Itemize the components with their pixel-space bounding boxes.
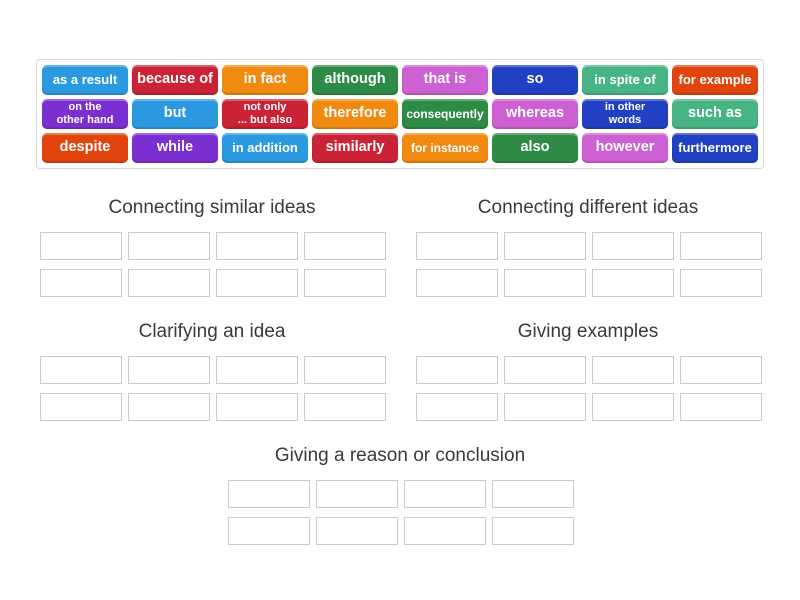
- drop-slot-clarifying-an-idea-8[interactable]: [304, 393, 386, 421]
- drop-slot-giving-a-reason-or-conclusion-2[interactable]: [316, 480, 398, 508]
- word-chip-on-the-other-hand[interactable]: on the other hand: [42, 99, 128, 129]
- category-group-connecting-different-ideas: Connecting different ideas: [412, 193, 764, 297]
- drop-slot-clarifying-an-idea-5[interactable]: [40, 393, 122, 421]
- slot-grid: [416, 356, 762, 421]
- word-chip-in-addition[interactable]: in addition: [222, 133, 308, 163]
- word-chip-whereas[interactable]: whereas: [492, 99, 578, 129]
- word-chip-but[interactable]: but: [132, 99, 218, 129]
- word-chip-similarly[interactable]: similarly: [312, 133, 398, 163]
- drop-slot-clarifying-an-idea-7[interactable]: [216, 393, 298, 421]
- drop-slot-clarifying-an-idea-3[interactable]: [216, 356, 298, 384]
- drop-slot-connecting-different-ideas-2[interactable]: [504, 232, 586, 260]
- drop-slot-giving-examples-7[interactable]: [592, 393, 674, 421]
- word-chip-also[interactable]: also: [492, 133, 578, 163]
- group-title: Connecting different ideas: [477, 197, 699, 218]
- word-chip-such-as[interactable]: such as: [672, 99, 758, 129]
- word-chip-in-spite-of[interactable]: in spite of: [582, 65, 668, 95]
- drop-slot-connecting-different-ideas-7[interactable]: [592, 269, 674, 297]
- word-chip-consequently[interactable]: consequently: [402, 99, 488, 129]
- drop-slot-clarifying-an-idea-6[interactable]: [128, 393, 210, 421]
- word-chip-furthermore[interactable]: furthermore: [672, 133, 758, 163]
- group-title: Clarifying an idea: [138, 321, 286, 342]
- drop-slot-clarifying-an-idea-2[interactable]: [128, 356, 210, 384]
- group-title: Giving examples: [517, 321, 659, 342]
- word-chip-as-a-result[interactable]: as a result: [42, 65, 128, 95]
- word-chip-not-only-but-also[interactable]: not only ... but also: [222, 99, 308, 129]
- word-chip-for-example[interactable]: for example: [672, 65, 758, 95]
- drop-slot-connecting-similar-ideas-1[interactable]: [40, 232, 122, 260]
- word-chip-in-fact[interactable]: in fact: [222, 65, 308, 95]
- word-chip-however[interactable]: however: [582, 133, 668, 163]
- word-chip-in-other-words[interactable]: in other words: [582, 99, 668, 129]
- drop-slot-connecting-different-ideas-5[interactable]: [416, 269, 498, 297]
- category-group-giving-a-reason-or-conclusion: Giving a reason or conclusion: [36, 441, 764, 545]
- word-chip-so[interactable]: so: [492, 65, 578, 95]
- drop-slot-giving-examples-4[interactable]: [680, 356, 762, 384]
- category-group-clarifying-an-idea: Clarifying an idea: [36, 317, 388, 421]
- word-chip-while[interactable]: while: [132, 133, 218, 163]
- drop-slot-giving-a-reason-or-conclusion-6[interactable]: [316, 517, 398, 545]
- drop-slot-giving-a-reason-or-conclusion-5[interactable]: [228, 517, 310, 545]
- drop-slot-connecting-different-ideas-4[interactable]: [680, 232, 762, 260]
- drop-slot-connecting-similar-ideas-4[interactable]: [304, 232, 386, 260]
- word-chip-despite[interactable]: despite: [42, 133, 128, 163]
- word-chip-therefore[interactable]: therefore: [312, 99, 398, 129]
- word-chip-because-of[interactable]: because of: [132, 65, 218, 95]
- group-title: Giving a reason or conclusion: [274, 445, 526, 466]
- slot-grid: [40, 232, 386, 297]
- drop-slot-connecting-similar-ideas-6[interactable]: [128, 269, 210, 297]
- drop-slot-connecting-similar-ideas-2[interactable]: [128, 232, 210, 260]
- category-groups: Connecting similar ideas Connecting diff…: [36, 193, 764, 545]
- drop-slot-giving-examples-2[interactable]: [504, 356, 586, 384]
- drop-slot-connecting-similar-ideas-7[interactable]: [216, 269, 298, 297]
- drop-slot-giving-examples-5[interactable]: [416, 393, 498, 421]
- drop-slot-connecting-different-ideas-8[interactable]: [680, 269, 762, 297]
- drop-slot-connecting-similar-ideas-3[interactable]: [216, 232, 298, 260]
- drop-slot-giving-examples-1[interactable]: [416, 356, 498, 384]
- word-chip-for-instance[interactable]: for instance: [402, 133, 488, 163]
- drop-slot-connecting-similar-ideas-8[interactable]: [304, 269, 386, 297]
- drop-slot-giving-a-reason-or-conclusion-1[interactable]: [228, 480, 310, 508]
- drop-slot-connecting-different-ideas-3[interactable]: [592, 232, 674, 260]
- category-group-giving-examples: Giving examples: [412, 317, 764, 421]
- drop-slot-giving-a-reason-or-conclusion-4[interactable]: [492, 480, 574, 508]
- slot-grid: [40, 356, 386, 421]
- drop-slot-giving-a-reason-or-conclusion-7[interactable]: [404, 517, 486, 545]
- slot-grid: [228, 480, 574, 545]
- slot-grid: [416, 232, 762, 297]
- drop-slot-giving-a-reason-or-conclusion-8[interactable]: [492, 517, 574, 545]
- drop-slot-connecting-different-ideas-1[interactable]: [416, 232, 498, 260]
- drop-slot-giving-examples-3[interactable]: [592, 356, 674, 384]
- category-group-connecting-similar-ideas: Connecting similar ideas: [36, 193, 388, 297]
- drop-slot-giving-a-reason-or-conclusion-3[interactable]: [404, 480, 486, 508]
- group-title: Connecting similar ideas: [108, 197, 316, 218]
- drop-slot-clarifying-an-idea-1[interactable]: [40, 356, 122, 384]
- drop-slot-giving-examples-6[interactable]: [504, 393, 586, 421]
- drop-slot-giving-examples-8[interactable]: [680, 393, 762, 421]
- drop-slot-connecting-similar-ideas-5[interactable]: [40, 269, 122, 297]
- drop-slot-connecting-different-ideas-6[interactable]: [504, 269, 586, 297]
- word-chip-that-is[interactable]: that is: [402, 65, 488, 95]
- drop-slot-clarifying-an-idea-4[interactable]: [304, 356, 386, 384]
- word-chip-although[interactable]: although: [312, 65, 398, 95]
